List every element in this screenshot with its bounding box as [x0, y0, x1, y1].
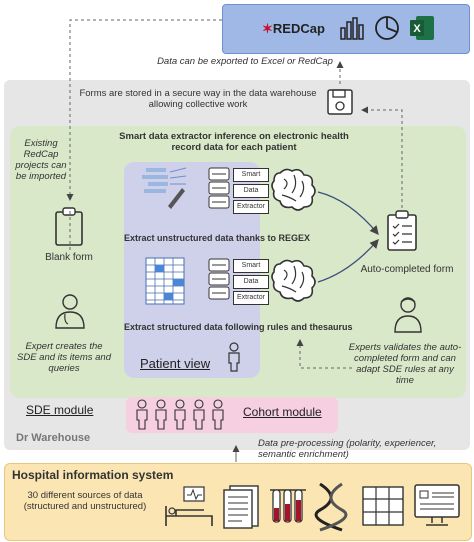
pie-chart-icon [375, 16, 399, 40]
unstructured-caption: Extract unstructured data thanks to REGE… [124, 233, 311, 243]
person-icon [228, 342, 240, 372]
structured-caption: Extract structured data following rules … [124, 322, 353, 332]
document-scan-icon [142, 167, 187, 209]
extractor-to-form-arrow-top [317, 191, 379, 236]
sde-module-label: SDE module [26, 403, 94, 417]
blank-form-label: Blank form [45, 252, 93, 263]
server-icon-2 [208, 258, 230, 300]
stack-label-smart-2: Smart [233, 259, 269, 273]
stack-label-data: Data [233, 184, 269, 198]
extractor-to-form-arrow-bottom [317, 239, 379, 283]
spreadsheet-icon [145, 257, 185, 305]
brain-icon [271, 168, 316, 211]
svg-text:X: X [413, 23, 421, 35]
extractor-title: Smart data extractor inference on electr… [119, 131, 349, 153]
brain-icon-2 [271, 259, 316, 302]
server-stack-unstructured [208, 167, 230, 224]
stack-label-extractor: Extractor [233, 200, 269, 214]
test-tubes-icon [270, 489, 306, 523]
patient-view-label: Patient view [140, 356, 211, 371]
bar-chart-icon [340, 17, 364, 40]
preprocessing-note: Data pre-processing (polarity, experienc… [258, 438, 437, 460]
monitor-icon [414, 484, 460, 526]
cohort-module-box [126, 397, 338, 433]
validate-feedback-arrow [296, 339, 352, 369]
sde-stack-top: Smart Data Extractor [233, 168, 269, 214]
his-sources: 30 different sources of data (structured… [23, 490, 147, 512]
auto-form-label: Auto-completed form [360, 264, 454, 275]
stack-label-data-2: Data [233, 275, 269, 289]
server-icon [208, 167, 230, 209]
sde-stack-bottom: Smart Data Extractor [233, 259, 269, 305]
stack-label-smart: Smart [233, 168, 269, 182]
cohort-module-label: Cohort module [243, 405, 322, 419]
documents-icon [223, 485, 259, 529]
expert-note: Expert creates the SDE and its items and… [17, 341, 111, 374]
export-caption: Data can be exported to Excel or RedCap [157, 56, 333, 67]
checklist-icon [387, 210, 417, 251]
excel-icon: X [410, 16, 434, 40]
import-arrow [66, 19, 222, 201]
doctor-icon [55, 294, 85, 329]
redcap-logo: ✶REDCap [262, 21, 325, 36]
clipboard-icon [55, 207, 83, 246]
redcap-r-icon: ✶ [262, 21, 273, 36]
server-stack-structured [208, 258, 230, 307]
storage-note: Forms are stored in a secure way in the … [79, 88, 317, 110]
dr-warehouse-label: Dr Warehouse [16, 432, 91, 444]
form-to-warehouse-arrow [361, 106, 403, 208]
validate-note: Experts validates the auto-completed for… [348, 342, 462, 386]
import-note: Existing RedCap projects can be imported [15, 138, 67, 182]
nurse-icon [394, 297, 422, 333]
stack-label-extractor-2: Extractor [233, 291, 269, 305]
his-title: Hospital information system [12, 468, 174, 482]
floppy-disk-icon [327, 89, 353, 115]
hospital-bed-icon [165, 486, 213, 526]
dna-icon [314, 482, 348, 532]
table-icon [362, 486, 404, 526]
people-group-icon [136, 399, 224, 430]
